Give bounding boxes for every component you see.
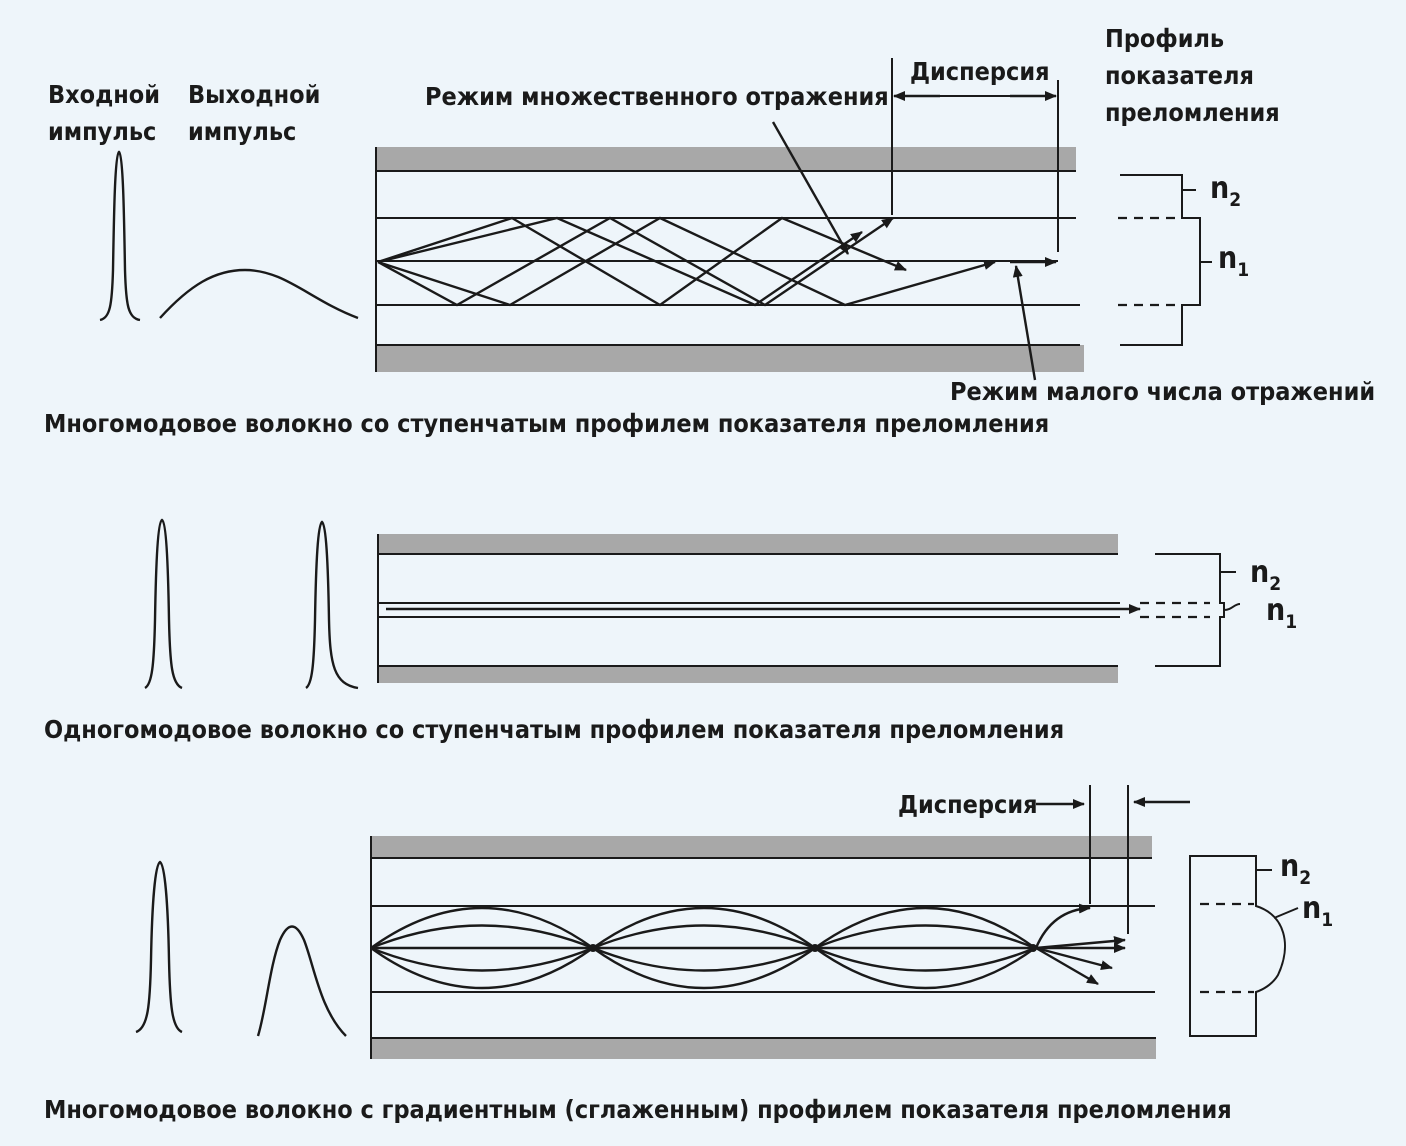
- index-profile-label-line1: Профиль: [1105, 24, 1224, 53]
- graded-index-panel: Дисперсия n2 n1 Многомодовое волокно с г…: [44, 785, 1333, 1124]
- single-output-pulse: [305, 520, 359, 690]
- single-index-profile: [1155, 553, 1225, 667]
- input-pulse-label-line1: Входной: [48, 80, 160, 109]
- output-pulse-label-line1: Выходной: [188, 80, 320, 109]
- graded-input-pulse: [135, 860, 183, 1034]
- singlemode-step-index-panel: n2 n1 Одногомодовое волокно со ступенчат…: [44, 518, 1297, 744]
- cladding-bottom: [376, 345, 1084, 372]
- cladding-top: [376, 147, 1076, 171]
- multi-reflection-ray-2: [377, 216, 894, 307]
- input-pulse-curve: [99, 150, 141, 322]
- multi-reflection-ray-3: [377, 216, 996, 307]
- n1-label-top: n1: [1218, 241, 1249, 281]
- index-profile-label-line2: показателя: [1105, 61, 1254, 90]
- few-reflection-leader: [1012, 265, 1037, 381]
- few-reflection-ray: [377, 216, 863, 307]
- few-reflection-label: Режим малого числа отражений: [950, 377, 1375, 406]
- caption-singlemode-step: Одногомодовое волокно со ступенчатым про…: [44, 715, 1064, 744]
- single-cladding-top: [378, 534, 1118, 554]
- multimode-step-index-panel: Входной импульс Выходной импульс Режим м…: [44, 24, 1375, 438]
- multi-reflection-label: Режим множественного отражения: [425, 82, 889, 111]
- input-pulse-label-line2: импульс: [48, 117, 156, 146]
- n1-label-middle: n1: [1266, 593, 1297, 633]
- n1-label-bottom: n1: [1302, 891, 1333, 931]
- n2-label-bottom: n2: [1280, 849, 1311, 889]
- graded-output-pulse: [256, 925, 347, 1037]
- n2-label-top: n2: [1210, 171, 1241, 211]
- graded-index-profile: [1189, 855, 1286, 1037]
- graded-cladding-bottom: [371, 1038, 1156, 1059]
- dispersion-label-top: Дисперсия: [910, 57, 1050, 86]
- output-pulse-curve: [159, 268, 359, 320]
- graded-mode-paths: [370, 903, 1126, 990]
- output-pulse-label-line2: импульс: [188, 117, 296, 146]
- multi-reflection-leader: [771, 121, 850, 255]
- caption-graded-index: Многомодовое волокно с градиентным (сгла…: [44, 1095, 1232, 1124]
- step-index-profile-top: [1120, 174, 1201, 262]
- graded-cladding-top: [371, 836, 1152, 858]
- step-index-profile-bottom: [1120, 262, 1201, 346]
- caption-multimode-step: Многомодовое волокно со ступенчатым проф…: [44, 409, 1049, 438]
- n2-label-middle: n2: [1250, 555, 1281, 595]
- multi-reflection-ray-1: [377, 216, 907, 307]
- single-cladding-bottom: [378, 666, 1118, 683]
- index-profile-label-line3: преломления: [1105, 98, 1280, 127]
- dispersion-label-bottom: Дисперсия: [898, 790, 1038, 819]
- single-input-pulse: [144, 518, 183, 690]
